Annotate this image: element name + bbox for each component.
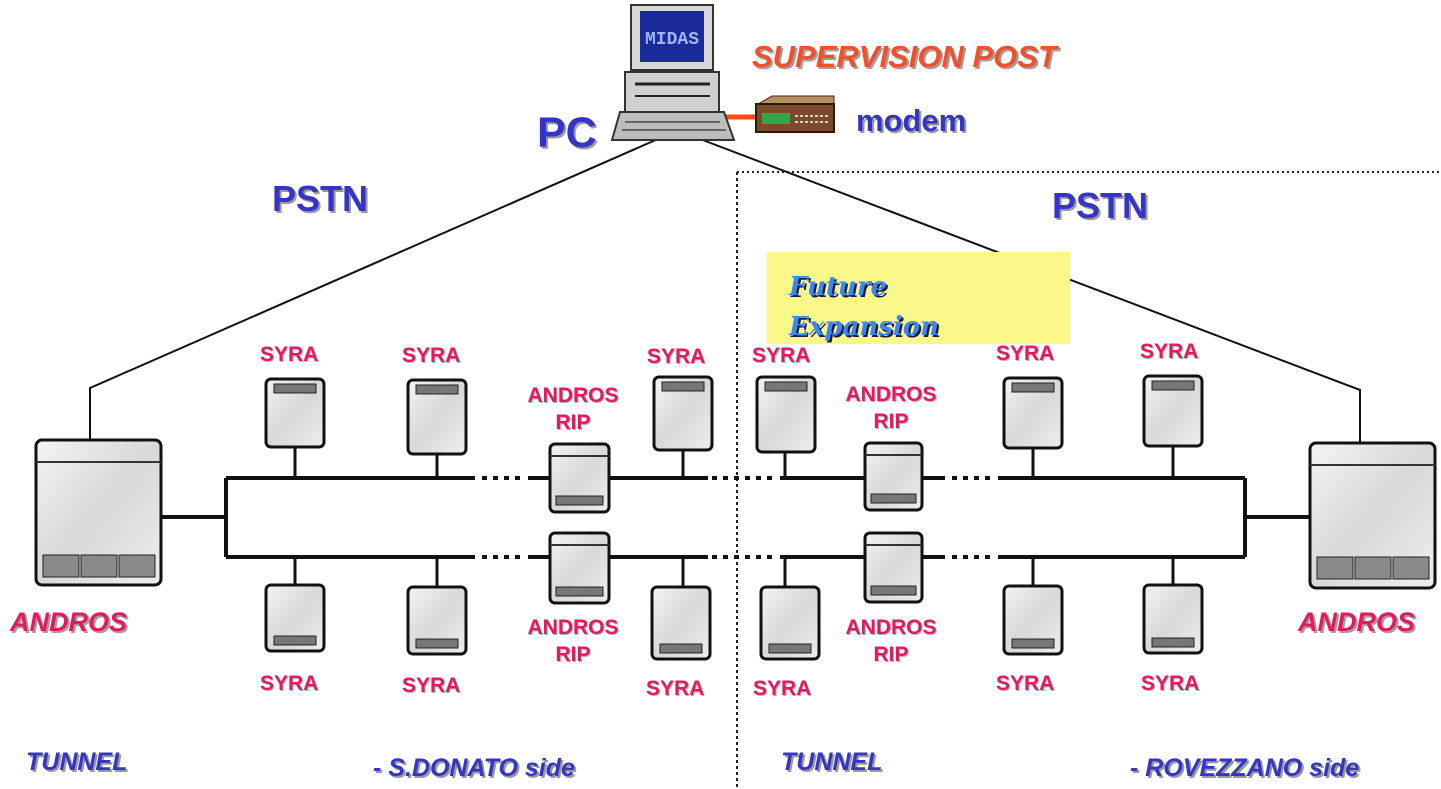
- syra-unit-icon: [264, 583, 326, 653]
- syra-label: SYRA: [752, 344, 811, 367]
- pstn-line-right: [699, 138, 1361, 443]
- modem-label: modem: [856, 103, 967, 138]
- svg-text:MIDAS: MIDAS: [645, 30, 699, 50]
- modem-icon: [755, 95, 835, 133]
- syra-label: SYRA: [753, 677, 812, 700]
- pc-label: PC: [537, 109, 597, 157]
- syra-label: SYRA: [646, 677, 705, 700]
- pstn-left-label: PSTN: [272, 178, 369, 219]
- syra-label: SYRA: [1140, 340, 1199, 363]
- andros-terminal-icon: [34, 438, 163, 587]
- syra-unit-icon: [1142, 583, 1204, 655]
- s-donato-side-label: - S.DONATO side: [373, 754, 575, 782]
- syra-label: SYRA: [647, 345, 706, 368]
- andros-rip-unit-icon: [548, 442, 611, 514]
- tunnel-left-label: TUNNEL: [26, 748, 128, 776]
- top-bus: [160, 476, 1310, 557]
- andros-rip-unit-icon: [863, 441, 924, 512]
- future-label: Future: [789, 272, 888, 302]
- pstn-line-left: [89, 138, 659, 440]
- syra-unit-icon: [1142, 374, 1204, 448]
- syra-unit-icon: [406, 585, 468, 656]
- syra-unit-icon: [1002, 376, 1064, 450]
- syra-unit-icon: [406, 378, 468, 456]
- supervision-post-title: SUPERVISION POST: [752, 39, 1057, 74]
- syra-label: SYRA: [402, 344, 461, 367]
- syra-label: SYRA: [402, 674, 461, 697]
- andros-label-left: ANDROS: [10, 607, 128, 637]
- syra-label: SYRA: [260, 343, 319, 366]
- syra-label: SYRA: [996, 672, 1055, 695]
- syra-label: SYRA: [996, 342, 1055, 365]
- andros-label-right: ANDROS: [1298, 607, 1416, 637]
- pstn-right-label: PSTN: [1052, 185, 1149, 226]
- tunnel-right-label: TUNNEL: [781, 748, 883, 776]
- syra-label: SYRA: [260, 672, 319, 695]
- rovezzano-side-label: - ROVEZZANO side: [1130, 754, 1360, 782]
- andros-terminal-icon: [1308, 441, 1437, 590]
- andros-rip-unit-icon: [548, 531, 611, 605]
- drops-top: [293, 446, 1175, 478]
- syra-unit-icon: [755, 375, 817, 454]
- syra-unit-icon: [759, 585, 821, 661]
- andros-rip-unit-icon: [863, 531, 924, 604]
- syra-unit-icon: [1002, 584, 1064, 656]
- expansion-label: Expansion: [789, 312, 940, 342]
- syra-unit-icon: [264, 377, 326, 449]
- syra-unit-icon: [652, 375, 714, 452]
- syra-unit-icon: [650, 585, 712, 661]
- syra-label: SYRA: [1141, 672, 1200, 695]
- drops-bottom: [293, 557, 1175, 587]
- pc-computer-icon: MIDAS: [610, 4, 736, 141]
- future-expansion-box: Future Expansion: [767, 252, 1070, 344]
